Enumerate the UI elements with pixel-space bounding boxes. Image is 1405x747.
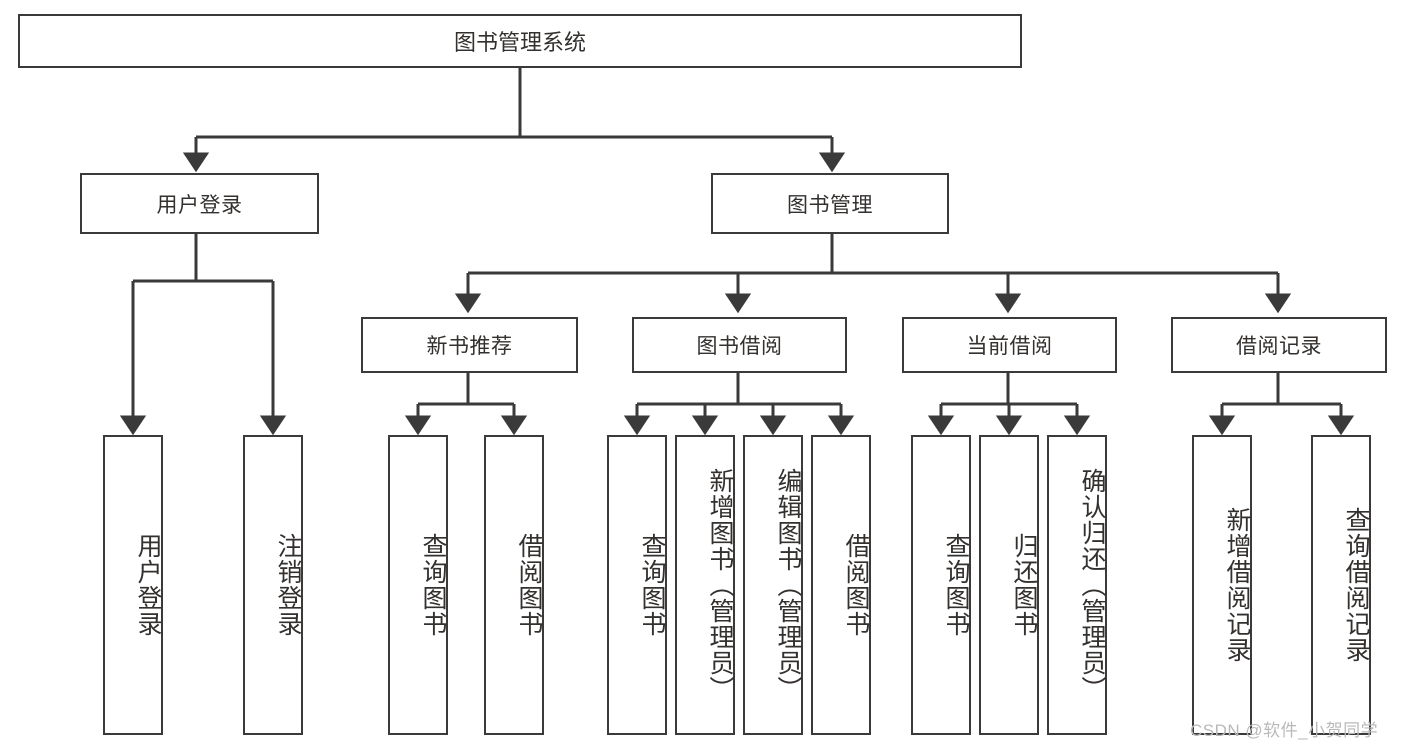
leaf-borrow-add-book-admin[interactable]: 新增图书（管理员） <box>675 435 735 735</box>
node-label: 用户登录 <box>156 193 243 217</box>
node-label: 借阅图书 <box>842 533 870 637</box>
leaf-user-logout[interactable]: 注销登录 <box>243 435 303 735</box>
node-label: 编辑图书（管理员） <box>774 468 802 702</box>
leaf-recommend-borrow-book[interactable]: 借阅图书 <box>484 435 544 735</box>
leaf-borrow-query-book[interactable]: 查询图书 <box>607 435 667 735</box>
node-label: 查询图书 <box>638 533 666 637</box>
node-label: 图书管理 <box>787 193 873 217</box>
leaf-current-query-book[interactable]: 查询图书 <box>911 435 971 735</box>
node-label: 借阅图书 <box>515 533 543 637</box>
node-label: 查询图书 <box>419 533 447 637</box>
node-label: 图书借阅 <box>696 335 783 358</box>
node-label: 借阅记录 <box>1236 335 1322 358</box>
node-label: 新书推荐 <box>426 335 513 358</box>
leaf-record-add-record[interactable]: 新增借阅记录 <box>1192 435 1252 735</box>
node-label: 当前借阅 <box>966 335 1053 358</box>
leaf-user-login[interactable]: 用户登录 <box>103 435 163 735</box>
leaf-current-confirm-return-admin[interactable]: 确认归还（管理员） <box>1047 435 1107 735</box>
node-user-login[interactable]: 用户登录 <box>80 173 319 234</box>
node-book-borrow[interactable]: 图书借阅 <box>632 317 847 373</box>
leaf-record-query-record[interactable]: 查询借阅记录 <box>1311 435 1371 735</box>
leaf-recommend-query-book[interactable]: 查询图书 <box>388 435 448 735</box>
node-label: 归还图书 <box>1010 533 1038 637</box>
node-label: 注销登录 <box>274 533 302 637</box>
node-new-book-recommend[interactable]: 新书推荐 <box>361 317 578 373</box>
node-current-borrow[interactable]: 当前借阅 <box>902 317 1117 373</box>
node-root-system[interactable]: 图书管理系统 <box>18 14 1022 68</box>
node-label: 图书管理系统 <box>453 30 586 55</box>
node-book-management[interactable]: 图书管理 <box>711 173 949 234</box>
node-label: 新增借阅记录 <box>1223 507 1251 663</box>
node-label: 查询图书 <box>942 533 970 637</box>
node-label: 新增图书（管理员） <box>706 468 734 702</box>
node-label: 确认归还（管理员） <box>1078 468 1106 702</box>
node-borrow-record[interactable]: 借阅记录 <box>1171 317 1387 373</box>
node-label: 查询借阅记录 <box>1342 507 1370 663</box>
leaf-borrow-edit-book-admin[interactable]: 编辑图书（管理员） <box>743 435 803 735</box>
watermark-text: CSDN @软件_小贺同学 <box>1190 721 1379 740</box>
node-label: 用户登录 <box>134 533 162 637</box>
leaf-borrow-borrow-book[interactable]: 借阅图书 <box>811 435 871 735</box>
leaf-current-return-book[interactable]: 归还图书 <box>979 435 1039 735</box>
